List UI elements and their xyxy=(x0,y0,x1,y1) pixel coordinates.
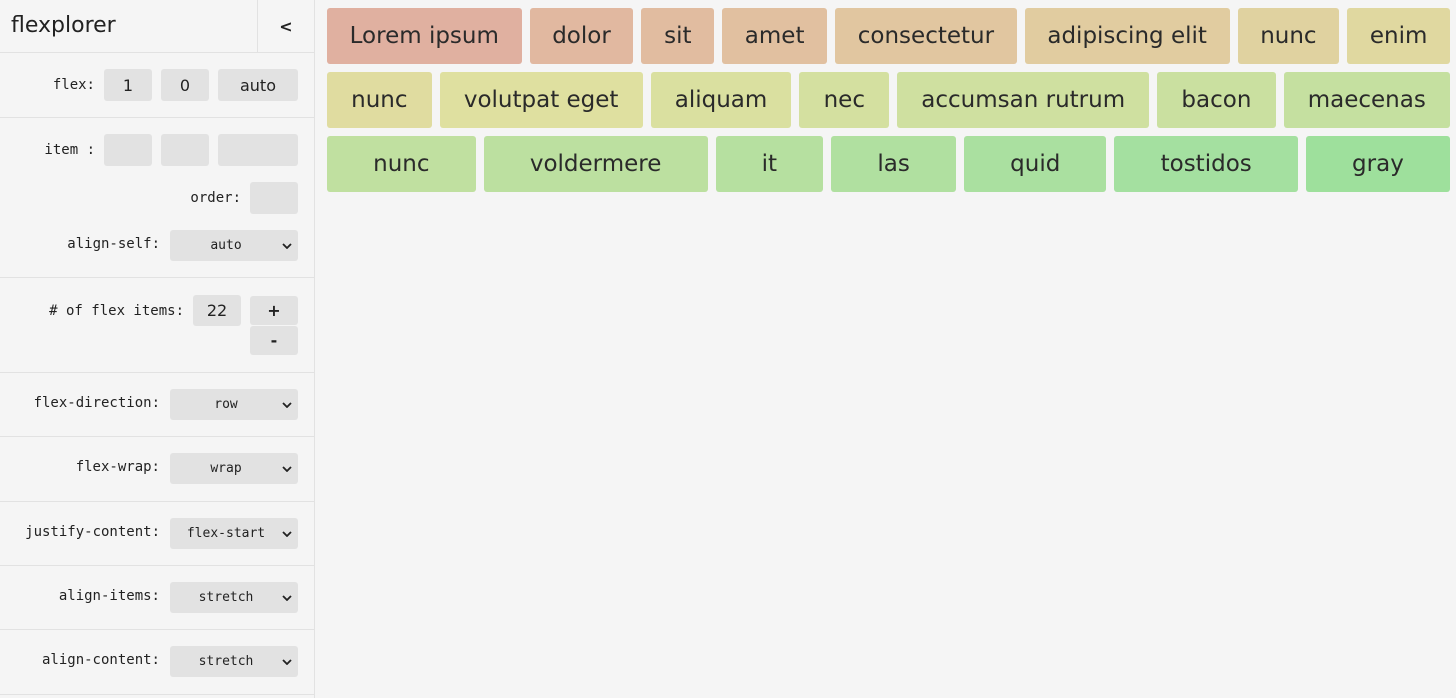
item-shrink-input[interactable] xyxy=(161,134,209,166)
chevron-down-icon xyxy=(276,402,298,408)
flex-item[interactable]: amet xyxy=(722,8,828,64)
flex-item[interactable]: tostidos xyxy=(1114,136,1298,192)
align-items-value: stretch xyxy=(198,590,254,605)
align-items-select[interactable]: stretch xyxy=(170,582,298,613)
flex-wrap-row: flex-wrap: wrap xyxy=(0,437,314,502)
flex-item[interactable]: dolor xyxy=(529,8,634,64)
align-self-select[interactable]: auto xyxy=(170,230,298,261)
flex-basis-input[interactable]: auto xyxy=(218,69,298,101)
flex-shrink-input[interactable]: 0 xyxy=(161,69,209,101)
item-grow-input[interactable] xyxy=(104,134,152,166)
align-content-value: stretch xyxy=(198,654,254,669)
flex-item[interactable]: aliquam xyxy=(650,72,792,128)
flex-label: flex: xyxy=(52,77,95,93)
order-label: order: xyxy=(190,190,241,206)
flex-item[interactable]: adipiscing elit xyxy=(1024,8,1230,64)
flex-item[interactable]: nunc xyxy=(327,136,476,192)
flex-item[interactable]: las xyxy=(831,136,956,192)
item-count-row: # of flex items: 22 + - xyxy=(0,278,314,373)
item-basis-input[interactable] xyxy=(218,134,298,166)
flex-direction-label: flex-direction: xyxy=(33,395,160,411)
flex-direction-select[interactable]: row xyxy=(170,389,298,420)
flex-item[interactable]: bacon xyxy=(1157,72,1276,128)
flex-row: flex: 1 0 auto xyxy=(0,53,314,118)
flex-item[interactable]: volutpat eget xyxy=(439,72,643,128)
flex-wrap-value: wrap xyxy=(210,461,242,476)
align-content-row: align-content: stretch xyxy=(0,630,314,695)
item-count-input[interactable]: 22 xyxy=(193,295,241,326)
chevron-down-icon xyxy=(276,466,298,472)
flex-wrap-label: flex-wrap: xyxy=(75,459,160,475)
flex-wrap-select[interactable]: wrap xyxy=(170,453,298,484)
item-count-label: # of flex items: xyxy=(49,303,184,319)
align-self-value: auto xyxy=(210,238,242,253)
sidebar: flexplorer < flex: 1 0 auto item : order… xyxy=(0,0,315,698)
chevron-down-icon xyxy=(276,243,298,249)
flex-direction-value: row xyxy=(214,397,238,412)
flex-item[interactable]: Lorem ipsum xyxy=(327,8,522,64)
align-items-row: align-items: stretch xyxy=(0,566,314,630)
flex-item[interactable]: nunc xyxy=(1237,8,1340,64)
flex-grow-input[interactable]: 1 xyxy=(104,69,152,101)
item-label: item : xyxy=(44,142,95,158)
flex-item[interactable]: quid xyxy=(964,136,1107,192)
flex-item[interactable]: gray xyxy=(1305,136,1450,192)
chevron-down-icon xyxy=(276,531,298,537)
collapse-sidebar-button[interactable]: < xyxy=(257,0,314,52)
align-self-label: align-self: xyxy=(67,236,160,252)
order-input[interactable] xyxy=(250,182,298,214)
flex-item[interactable]: nec xyxy=(799,72,890,128)
chevron-down-icon xyxy=(276,659,298,665)
sidebar-header: flexplorer < xyxy=(0,0,314,53)
chevron-down-icon xyxy=(276,595,298,601)
justify-content-label: justify-content: xyxy=(25,524,160,540)
flex-item[interactable]: accumsan rutrum xyxy=(897,72,1150,128)
flex-item[interactable]: enim xyxy=(1347,8,1451,64)
justify-content-row: justify-content: flex-start xyxy=(0,502,314,566)
flex-item[interactable]: consectetur xyxy=(835,8,1017,64)
flex-direction-row: flex-direction: row xyxy=(0,373,314,437)
align-items-label: align-items: xyxy=(58,588,160,604)
align-content-select[interactable]: stretch xyxy=(170,646,298,677)
flex-item[interactable]: maecenas xyxy=(1283,72,1450,128)
justify-content-value: flex-start xyxy=(186,526,266,541)
flex-item[interactable]: voldermere xyxy=(483,136,708,192)
flex-item[interactable]: nunc xyxy=(327,72,432,128)
add-item-button[interactable]: + xyxy=(250,296,298,325)
justify-content-select[interactable]: flex-start xyxy=(170,518,298,549)
flex-item[interactable]: sit xyxy=(641,8,715,64)
app-title: flexplorer xyxy=(11,13,116,38)
item-row: item : order: align-self: auto xyxy=(0,118,314,278)
align-content-label: align-content: xyxy=(41,652,160,668)
flex-item[interactable]: it xyxy=(715,136,824,192)
remove-item-button[interactable]: - xyxy=(250,326,298,355)
